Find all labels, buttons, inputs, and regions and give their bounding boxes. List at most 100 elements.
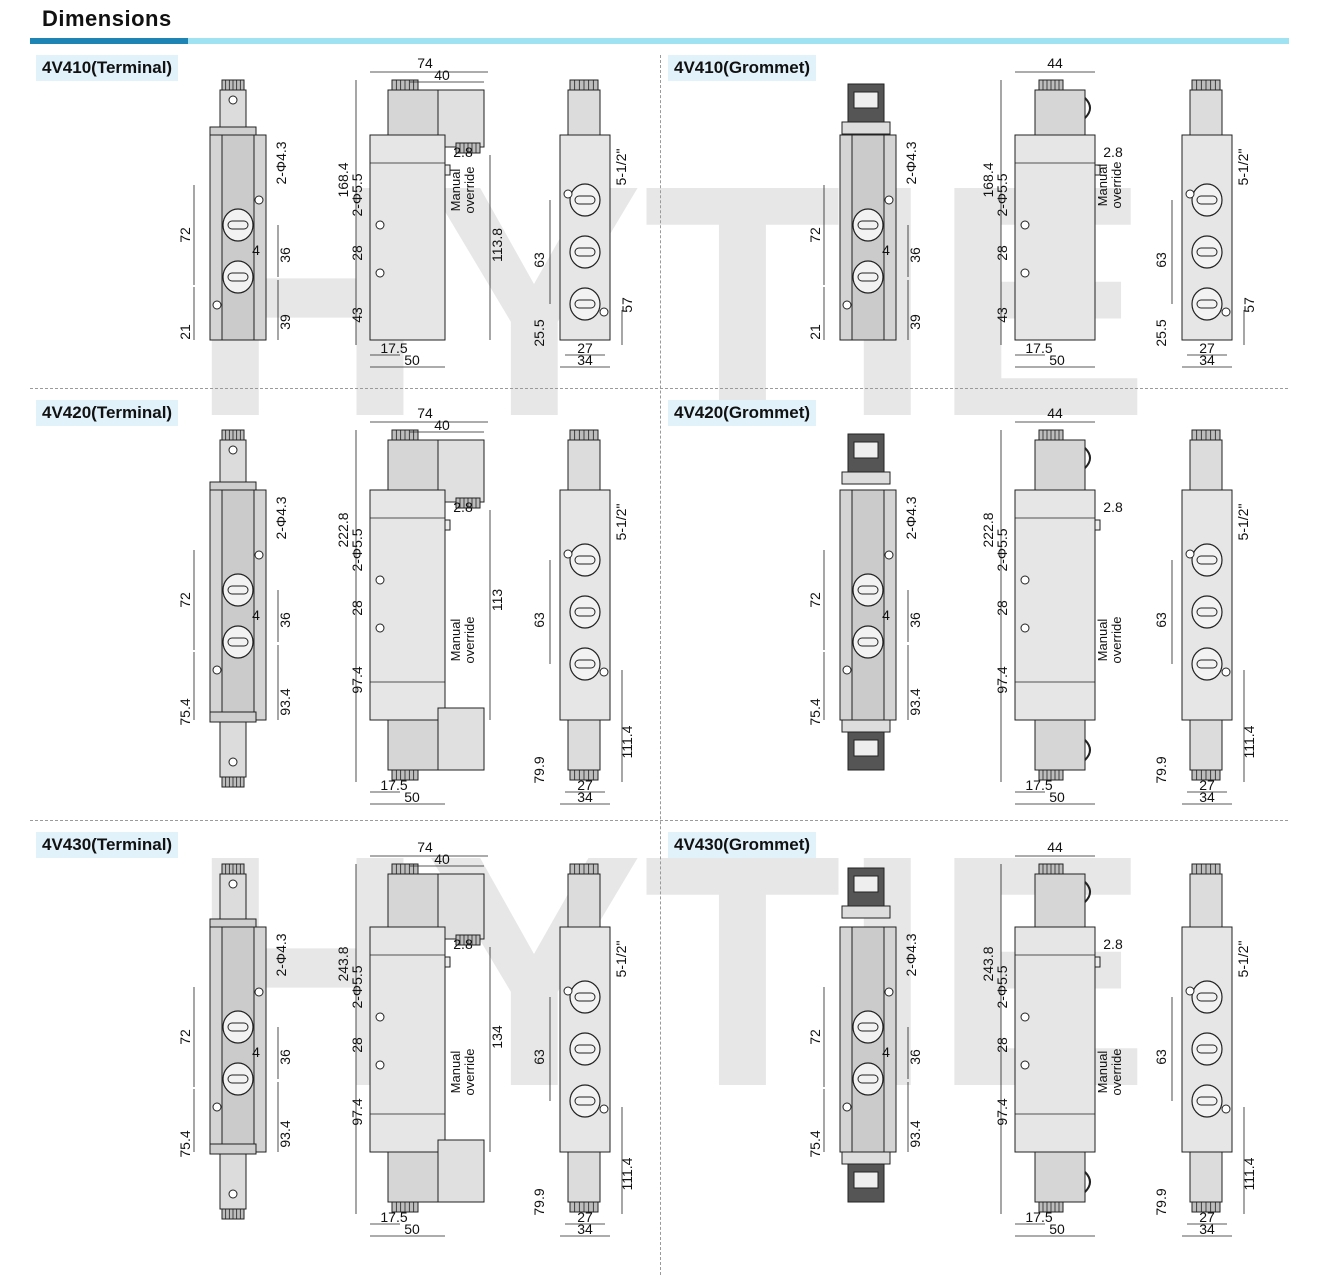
- side-terminal-box: [437, 89, 485, 148]
- dim-end-h: 63: [1153, 1049, 1169, 1065]
- front-terminal-screw: [228, 445, 238, 455]
- dim-gap: 2.8: [453, 144, 473, 160]
- front-port-2-slot: [227, 1074, 249, 1084]
- title-underline-bar: [188, 38, 1289, 44]
- dim-72: 72: [807, 592, 823, 608]
- dim-base-b: 50: [404, 789, 420, 805]
- side-hole-1: [375, 220, 385, 230]
- panel-title: 4V410(Terminal): [36, 55, 179, 81]
- dim-mount-dia: 2-Φ4.3: [273, 496, 289, 539]
- panel-title: 4V430(Terminal): [36, 832, 179, 858]
- manual-override-label-2: override: [1109, 1049, 1124, 1096]
- dim-end-bottom: 79.9: [531, 1188, 547, 1215]
- end-port-2: [1191, 235, 1223, 269]
- dim-end-port: 5-1/2": [1235, 149, 1251, 186]
- end-port-3-slot: [1196, 299, 1218, 309]
- dim-end-bottom: 79.9: [531, 756, 547, 783]
- end-port-2: [569, 235, 601, 269]
- dim-hole-dia: 2-Φ5.5: [994, 528, 1010, 571]
- front-mount-hole-bottom: [212, 665, 222, 675]
- front-port-2: [852, 625, 884, 659]
- end-hole-bottom: [1221, 667, 1231, 677]
- dim-mount-dia: 2-Φ4.3: [903, 933, 919, 976]
- dim-hole-pitch: 28: [994, 600, 1010, 616]
- dim-end-port: 5-1/2": [613, 149, 629, 186]
- end-solenoid: [567, 89, 601, 136]
- dim-end-port: 5-1/2": [1235, 941, 1251, 978]
- front-port-2: [222, 625, 254, 659]
- dim-width-a: 74: [417, 405, 433, 421]
- side-solenoid: [387, 873, 441, 928]
- dim-width-a: 74: [417, 55, 433, 71]
- end-port-2-slot: [574, 1044, 596, 1054]
- front-port-2-slot: [227, 272, 249, 282]
- end-port-3: [1191, 1084, 1223, 1118]
- side-solenoid-bottom: [387, 719, 441, 771]
- front-port-1-slot: [227, 220, 249, 230]
- dim-mount-dia: 2-Φ4.3: [903, 496, 919, 539]
- dim-mount-dia: 2-Φ4.3: [903, 141, 919, 184]
- dim-height-total: 222.8: [335, 512, 351, 547]
- end-hole-top: [1185, 549, 1195, 559]
- end-body: [1181, 489, 1233, 721]
- end-hole-top: [563, 986, 573, 996]
- dim-72: 72: [807, 1029, 823, 1045]
- front-port-2-slot: [227, 637, 249, 647]
- dim-end-h: 63: [531, 1049, 547, 1065]
- dim-base-b: 50: [1049, 1221, 1065, 1237]
- end-port-1-slot: [574, 555, 596, 565]
- end-port-1: [1191, 543, 1223, 577]
- manual-override-label-2: override: [462, 1049, 477, 1096]
- end-port-3: [569, 1084, 601, 1118]
- side-body: [369, 489, 446, 721]
- dim-end-w1: 27: [577, 1209, 593, 1225]
- side-solenoid: [1034, 873, 1086, 928]
- end-port-2-slot: [574, 247, 596, 257]
- end-port-2: [569, 1032, 601, 1066]
- dim-bottom-a: 75.4: [807, 1130, 823, 1157]
- side-manual-override: [1094, 164, 1101, 176]
- manual-override-label-1: Manual: [1095, 619, 1110, 662]
- dim-end-bottom: 25.5: [1153, 319, 1169, 346]
- side-solenoid: [1034, 439, 1086, 491]
- front-terminal-screw: [228, 95, 238, 105]
- end-port-2-slot: [1196, 1044, 1218, 1054]
- end-port-2: [1191, 595, 1223, 629]
- front-port-2: [222, 260, 254, 294]
- dim-gap: 2.8: [1103, 936, 1123, 952]
- dim-height-total: 168.4: [980, 162, 996, 197]
- dim-hole-dia: 2-Φ5.5: [349, 965, 365, 1008]
- dim-end-bottom: 79.9: [1153, 756, 1169, 783]
- front-mount-hole-bottom: [212, 300, 222, 310]
- dim-width-b: 40: [434, 417, 450, 433]
- dim-bottom-hole: 97.4: [994, 666, 1010, 693]
- dim-4: 4: [882, 1044, 890, 1060]
- dim-hole-dia: 2-Φ5.5: [349, 173, 365, 216]
- panel-title: 4V410(Grommet): [668, 55, 817, 81]
- side-solenoid-bottom: [1034, 1151, 1086, 1203]
- front-port-2-slot: [857, 1074, 879, 1084]
- dim-end-h: 63: [1153, 612, 1169, 628]
- side-hole-1: [375, 1012, 385, 1022]
- dim-bottom-b: 93.4: [277, 1120, 293, 1147]
- dim-72: 72: [177, 227, 193, 243]
- side-hole-1: [1020, 220, 1030, 230]
- front-connector-bottom: [209, 1143, 257, 1155]
- front-mount-hole-top: [254, 987, 264, 997]
- end-hole-top: [1185, 189, 1195, 199]
- valve-drawing: 7221363942-Φ4.37440168.42-Φ5.528432.8113…: [177, 55, 635, 368]
- dim-height-total: 222.8: [980, 512, 996, 547]
- side-body: [1014, 134, 1096, 341]
- front-port-2: [852, 1062, 884, 1096]
- manual-override-label-1: Manual: [448, 619, 463, 662]
- manual-override-label-2: override: [462, 617, 477, 664]
- dim-gap: 2.8: [1103, 144, 1123, 160]
- side-hole-1: [375, 575, 385, 585]
